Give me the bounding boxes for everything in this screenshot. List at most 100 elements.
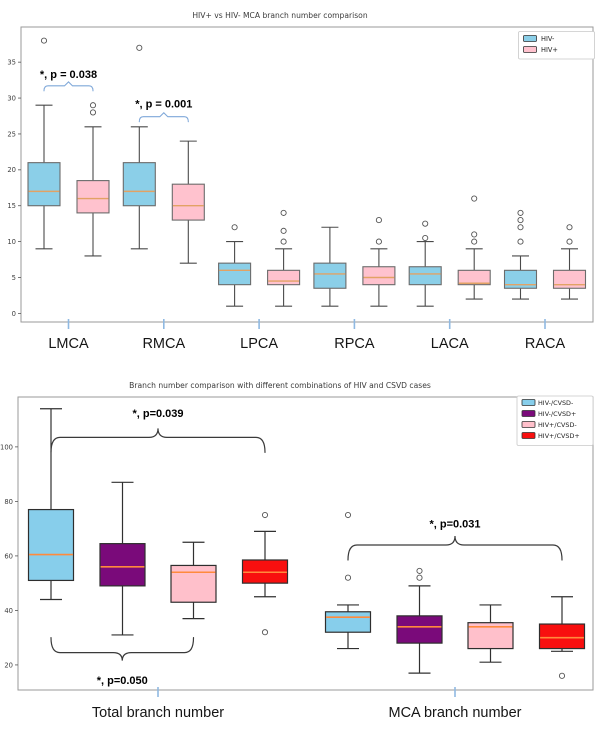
outlier-point — [280, 209, 287, 216]
significance-label: *, p=0.050 — [97, 675, 148, 687]
chart-title: HIV+ vs HIV- MCA branch number compariso… — [192, 11, 367, 20]
legend: HIV- HIV+ — [518, 31, 595, 60]
outlier-point — [517, 238, 524, 245]
box-HIV--RACA — [503, 209, 538, 300]
box-HIV--LPCA — [218, 224, 252, 307]
box-body — [267, 269, 301, 286]
box-body — [362, 266, 396, 286]
box-HIV--LACA — [408, 220, 442, 307]
box-body — [313, 262, 347, 289]
legend: HIV-/CVSD-HIV-/CVSD+HIV+/CVSD-HIV+/CVSD+ — [516, 395, 594, 446]
outlier-point — [375, 217, 382, 224]
outlier-point — [136, 44, 143, 51]
box-HIV--RPCA — [313, 226, 347, 307]
box-HIV+-RACA — [552, 224, 587, 300]
box-body — [76, 180, 110, 214]
outlier-point — [89, 102, 97, 109]
box-body — [552, 269, 587, 289]
box-HIV-CVSD--MCA — [324, 511, 372, 650]
outlier-point — [422, 234, 429, 242]
box-body — [408, 266, 442, 286]
outlier-point — [471, 195, 478, 202]
box-HIV--RMCA — [122, 44, 156, 250]
legend-label: HIV+/CVSD+ — [538, 432, 580, 440]
y-axis-tick-label: 40 — [4, 607, 13, 615]
box-HIV+-RMCA — [171, 140, 205, 264]
box-body — [27, 162, 61, 207]
chart-hiv-mca-branch-comparison: HIV+ vs HIV- MCA branch number compariso… — [7, 11, 595, 352]
significance-bracket — [138, 111, 189, 123]
box-HIV+-RPCA — [362, 217, 396, 307]
box-HIV+CVSD--Total — [170, 541, 217, 620]
legend-swatch — [521, 421, 536, 428]
legend-box — [516, 395, 594, 446]
significance-label: *, p=0.031 — [429, 518, 480, 530]
significance-label: *, p = 0.038 — [40, 69, 97, 81]
box-body — [538, 623, 586, 650]
y-axis-tick-label: 0 — [12, 310, 16, 318]
outlier-point — [261, 629, 269, 636]
y-axis-tick-label: 30 — [7, 94, 16, 102]
legend-swatch — [521, 410, 536, 417]
outlier-point — [517, 224, 524, 231]
outlier-point — [344, 574, 352, 581]
outlier-point — [344, 511, 352, 519]
outlier-point — [471, 238, 478, 245]
legend-swatch — [523, 46, 537, 53]
box-body — [99, 543, 146, 587]
y-axis-tick-label: 20 — [7, 166, 16, 174]
x-axis-label: Total branch number — [92, 705, 224, 721]
significance-bracket — [43, 81, 94, 92]
significance-label: *, p=0.039 — [132, 408, 183, 420]
outlier-point — [422, 220, 429, 227]
y-axis-tick-label: 35 — [7, 59, 16, 67]
legend-swatch — [521, 432, 536, 439]
legend-swatch — [523, 35, 537, 42]
box-body — [122, 162, 156, 207]
box-body — [324, 611, 372, 633]
outlier-point — [566, 238, 573, 245]
box-body — [170, 564, 217, 603]
box-HIV-CVSD--Total — [27, 408, 75, 601]
x-axis-label: LPCA — [240, 336, 278, 352]
outlier-point — [517, 217, 524, 224]
box-HIV+-LACA — [457, 195, 491, 300]
outlier-point — [280, 227, 287, 234]
legend-label: HIV- — [541, 35, 555, 43]
box-body — [171, 183, 205, 221]
significance-bracket — [50, 428, 266, 453]
outlier-point — [416, 574, 423, 581]
legend-swatch — [521, 399, 536, 406]
x-axis-label: LACA — [431, 336, 469, 352]
box-HIV+-LPCA — [267, 209, 301, 307]
outlier-point — [280, 238, 287, 245]
outlier-point — [375, 238, 382, 245]
y-axis-tick-label: 100 — [0, 443, 13, 451]
y-axis-tick-label: 15 — [7, 202, 16, 210]
box-HIV-CVSD+-MCA — [396, 567, 443, 674]
legend-label: HIV+/CVSD- — [538, 421, 577, 429]
legend-box — [518, 31, 595, 60]
y-axis-tick-label: 5 — [12, 274, 16, 282]
y-axis-tick-label: 80 — [4, 498, 13, 506]
box-HIV+CVSD--MCA — [467, 604, 514, 663]
outlier-point — [40, 37, 48, 44]
x-axis-label: LMCA — [48, 336, 89, 352]
outlier-point — [231, 224, 238, 231]
legend-label: HIV+ — [541, 46, 558, 54]
box-HIV+CVSD+-MCA — [538, 596, 586, 679]
y-axis-tick-label: 25 — [7, 130, 16, 138]
chart-hiv-csvd-branch-comparison: Branch number comparison with different … — [0, 381, 594, 721]
y-axis-tick-label: 20 — [4, 661, 13, 669]
outlier-point — [566, 224, 573, 231]
box-HIV+CVSD+-Total — [241, 511, 289, 636]
outlier-point — [471, 231, 478, 238]
x-axis-label: RACA — [525, 336, 566, 352]
outlier-point — [558, 672, 566, 679]
plot-frame — [17, 396, 594, 691]
box-body — [503, 269, 538, 289]
y-axis-tick-label: 10 — [7, 238, 16, 246]
